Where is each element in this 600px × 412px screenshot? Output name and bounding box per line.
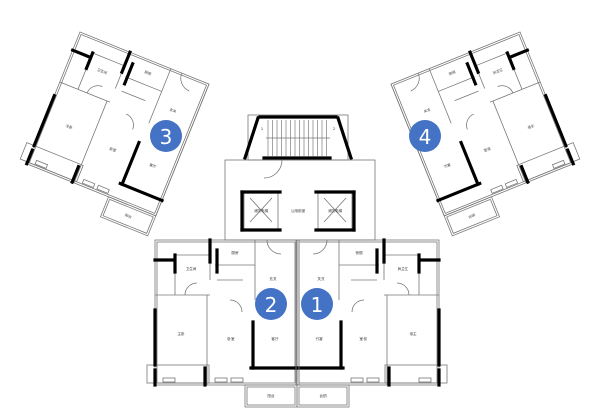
room-label-balcony: 阳台 bbox=[124, 212, 133, 219]
lobby-label: 公用前室 bbox=[291, 208, 306, 213]
room-label-master-bedroom: 主卧 bbox=[177, 331, 185, 336]
room-label-bedroom: 卧室 bbox=[109, 146, 118, 153]
stair-number-1: 1 bbox=[261, 127, 263, 131]
room-label-bathroom: 卫生间 bbox=[186, 266, 197, 271]
stair-number-2: 2 bbox=[333, 127, 335, 131]
room-label-kitchen: 厨房 bbox=[447, 69, 456, 76]
room-label-living: 客厅 bbox=[315, 336, 323, 341]
room-label-living: 客厅 bbox=[271, 336, 279, 341]
room-label-bathroom: 卫生间 bbox=[491, 67, 503, 76]
unit-marker-circle bbox=[409, 120, 441, 152]
room-label-bedroom: 卧室 bbox=[227, 336, 235, 341]
room-label-bedroom: 卧室 bbox=[482, 146, 491, 153]
unit-number: 1 bbox=[311, 293, 324, 317]
unit-marker-circle bbox=[150, 120, 182, 152]
unit-number: 3 bbox=[160, 125, 173, 149]
room-label-entry: 玄关 bbox=[269, 276, 277, 281]
unit-number: 4 bbox=[419, 125, 432, 149]
room-label-bedroom: 卧室 bbox=[359, 336, 367, 341]
room-label-master-bedroom: 主卧 bbox=[65, 123, 74, 130]
room-label-bathroom: 卫生间 bbox=[397, 266, 408, 271]
room-label-living: 客厅 bbox=[442, 162, 451, 169]
unit-marker-1: 1 bbox=[301, 288, 333, 320]
room-label-master-bedroom: 主卧 bbox=[409, 331, 417, 336]
room-label-entry: 玄关 bbox=[422, 107, 431, 114]
unit-marker-circle bbox=[255, 288, 287, 320]
unit-marker-2: 2 bbox=[255, 288, 287, 320]
central-core: 1 2 消防电梯 消防电梯 公用前室 bbox=[224, 114, 376, 385]
elevator-right-label: 消防电梯 bbox=[328, 208, 343, 213]
room-label-master-bedroom: 主卧 bbox=[526, 123, 535, 130]
unit-marker-4: 4 bbox=[409, 120, 441, 152]
elevator-left-label: 消防电梯 bbox=[254, 208, 269, 213]
room-label-kitchen: 厨房 bbox=[355, 250, 363, 255]
room-label-kitchen: 厨房 bbox=[231, 250, 239, 255]
stairwell bbox=[247, 114, 349, 161]
unit-marker-circle bbox=[301, 288, 333, 320]
room-label-kitchen: 厨房 bbox=[144, 69, 153, 76]
room-label-bathroom: 卫生间 bbox=[96, 67, 108, 76]
room-label-entry: 玄关 bbox=[317, 276, 325, 281]
room-label-living: 客厅 bbox=[149, 162, 158, 169]
room-label-balcony: 阳台 bbox=[467, 212, 476, 219]
room-label-balcony: 阳台 bbox=[267, 393, 275, 398]
room-label-entry: 玄关 bbox=[169, 107, 178, 114]
room-label-balcony: 阳台 bbox=[319, 393, 327, 398]
unit-number: 2 bbox=[265, 293, 278, 317]
unit-marker-3: 3 bbox=[150, 120, 182, 152]
